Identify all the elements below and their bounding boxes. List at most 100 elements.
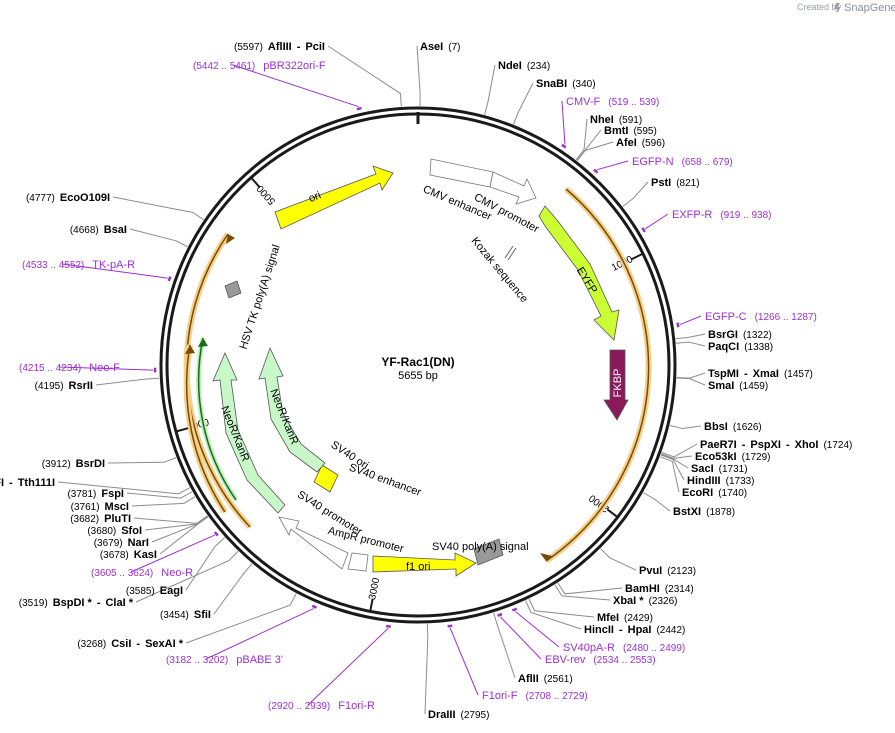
primer-ebv-rev[interactable]: EBV-rev(2534 .. 2553) bbox=[545, 654, 656, 666]
primer-leader-line bbox=[130, 534, 215, 573]
primer-egfp-c[interactable]: EGFP-C(1266 .. 1287) bbox=[705, 311, 817, 323]
enzyme-leader-line bbox=[107, 457, 177, 464]
enzyme-position: (1729) bbox=[742, 452, 771, 463]
enzyme-separator: - bbox=[297, 41, 301, 53]
enzyme-site-paer7i[interactable]: PaeR7I-PspXI-XhoI(1724) bbox=[700, 439, 852, 451]
enzyme-position: (595) bbox=[633, 126, 656, 137]
enzyme-leader-line bbox=[424, 623, 429, 715]
primer-egfp-n[interactable]: EGFP-N(658 .. 679) bbox=[632, 156, 733, 168]
primer-name: pBR322ori-F bbox=[263, 60, 326, 72]
enzyme-site-bspdi[interactable]: (3519)BspDI *-ClaI * bbox=[19, 597, 134, 609]
enzyme-site-bsrdi[interactable]: (3912)BsrDI bbox=[42, 458, 105, 470]
enzyme-name: SacI bbox=[691, 463, 714, 475]
primer-cmv-f[interactable]: CMV-F(519 .. 539) bbox=[566, 96, 659, 108]
primer-leader-line bbox=[679, 315, 702, 326]
enzyme-site-sfoi[interactable]: (3680)SfoI bbox=[87, 525, 142, 537]
enzyme-site-nhei[interactable]: NheI(591) bbox=[590, 114, 642, 126]
enzyme-position: (596) bbox=[642, 138, 665, 149]
enzyme-site-rsrii[interactable]: (4195)RsrII bbox=[35, 380, 93, 392]
enzyme-site-nari[interactable]: (3679)NarI bbox=[94, 537, 149, 549]
primer-name: EXFP-R bbox=[672, 209, 712, 221]
enzyme-site-saci[interactable]: SacI(1731) bbox=[691, 463, 748, 475]
primer-position: (4533 .. 4552) bbox=[22, 260, 84, 271]
enzyme-name: CsiI bbox=[111, 638, 131, 650]
enzyme-site-sfii[interactable]: (3454)SfiI bbox=[160, 609, 211, 621]
primer-position: (658 .. 679) bbox=[682, 157, 733, 168]
primer-name: EBV-rev bbox=[545, 654, 586, 666]
enzyme-site-bamhi[interactable]: BamHI(2314) bbox=[625, 583, 694, 595]
enzyme-leader-line bbox=[57, 481, 191, 495]
enzyme-site-eagi[interactable]: (3585)EagI bbox=[126, 585, 183, 597]
enzyme-site-aflii[interactable]: AflII(2561) bbox=[518, 673, 573, 685]
primer-labels: (5442 .. 5461) pBR322ori-F CMV-F(519 .. 53… bbox=[19, 60, 817, 712]
tick-mark bbox=[630, 252, 644, 261]
enzyme-leader-line bbox=[576, 141, 614, 162]
enzyme-site-bbsi[interactable]: BbsI(1626) bbox=[704, 421, 762, 433]
enzyme-site-smai[interactable]: SmaI(1459) bbox=[708, 380, 768, 392]
primer-exfp-r[interactable]: EXFP-R (919 .. 938) bbox=[672, 209, 772, 221]
enzyme-name: PaeR7I bbox=[700, 439, 737, 451]
primer-f1ori-f[interactable]: F1ori-F(2708 .. 2729) bbox=[482, 690, 588, 702]
enzyme-name: MscI bbox=[105, 501, 129, 513]
enzyme-position: (1724) bbox=[823, 440, 852, 451]
enzyme-site-asei[interactable]: AseI(7) bbox=[420, 41, 460, 53]
enzyme-site-mfei[interactable]: MfeI(2429) bbox=[597, 612, 653, 624]
primer-position: (519 .. 539) bbox=[608, 97, 659, 108]
enzyme-name: Eco53kI bbox=[695, 451, 737, 463]
primer-neo-f[interactable]: (4215 .. 4234)Neo-F bbox=[19, 362, 120, 374]
enzyme-site-eco53ki[interactable]: Eco53kI (1729) bbox=[695, 451, 771, 463]
enzyme-site-afei[interactable]: AfeI(596) bbox=[616, 137, 665, 149]
primer-position: (5442 .. 5461) bbox=[193, 61, 255, 72]
enzyme-site-fspi[interactable]: (3781)FspI bbox=[67, 488, 124, 500]
enzyme-site-afliii[interactable]: (5597)AflIII-PciI bbox=[234, 41, 325, 53]
enzyme-site-snabi[interactable]: SnaBI(340) bbox=[536, 78, 596, 90]
primer-leader-line bbox=[596, 160, 629, 171]
enzyme-site-hindiii[interactable]: HindIII(1733) bbox=[687, 475, 755, 487]
enzyme-site-hincii[interactable]: HincII-HpaI(2442) bbox=[584, 624, 685, 636]
enzyme-separator: - bbox=[744, 368, 748, 380]
enzyme-position: (4668) bbox=[70, 225, 99, 236]
enzyme-site-csii[interactable]: (3268)CsiI-SexAI * bbox=[77, 638, 183, 650]
enzyme-position: (2326) bbox=[649, 596, 678, 607]
primer-leader-line bbox=[645, 213, 669, 230]
enzyme-site-tspmi[interactable]: TspMI-XmaI(1457) bbox=[708, 368, 813, 380]
enzyme-site-ndei[interactable]: NdeI(234) bbox=[498, 60, 550, 72]
enzyme-site-bsai[interactable]: (4668)BsaI bbox=[70, 224, 127, 236]
enzyme-position: (7) bbox=[448, 42, 460, 53]
plasmid-length: 5655 bp bbox=[398, 370, 438, 382]
primer-pbabe-3[interactable]: (3182 .. 3202)pBABE 3' bbox=[166, 654, 283, 666]
enzyme-site-bmti[interactable]: BmtI(595) bbox=[604, 125, 657, 137]
tick-mark bbox=[369, 598, 374, 612]
enzyme-leader-line bbox=[669, 425, 702, 430]
primer-leader-line bbox=[58, 366, 154, 371]
enzyme-leader-line bbox=[660, 453, 689, 469]
enzyme-position: (1733) bbox=[726, 476, 755, 487]
enzyme-name: DraIII bbox=[428, 709, 456, 721]
enzyme-site-kasi[interactable]: (3678)KasI bbox=[100, 549, 157, 561]
primer-position: (919 .. 938) bbox=[720, 210, 771, 221]
enzyme-site-ecoo109i[interactable]: (4777)EcoO109I bbox=[26, 192, 110, 204]
enzyme-site-bsrgi[interactable]: BsrGI(1322) bbox=[708, 329, 772, 341]
primer-tk-pa-r[interactable]: (4533 .. 4552)TK-pA-R bbox=[22, 259, 135, 271]
enzyme-site-draiii[interactable]: DraIII (2795) bbox=[428, 709, 489, 721]
enzyme-leader-line bbox=[126, 491, 193, 499]
enzyme-site-psti[interactable]: PstI(821) bbox=[651, 177, 700, 189]
enzyme-site-msci[interactable]: (3761)MscI bbox=[71, 501, 129, 513]
enzyme-site-pluti[interactable]: (3682)PluTI bbox=[70, 513, 131, 525]
enzyme-site-ecori[interactable]: EcoRI(1740) bbox=[682, 487, 747, 499]
primer-leader-line bbox=[449, 627, 479, 696]
primer-pbr322ori-f[interactable]: (5442 .. 5461) pBR322ori-F bbox=[193, 60, 326, 72]
primer-neo-r[interactable]: (3605 .. 3624)Neo-R bbox=[91, 567, 193, 579]
enzyme-name: PluTI bbox=[104, 513, 131, 525]
primer-sv40pa-r[interactable]: SV40pA-R(2480 .. 2499) bbox=[563, 642, 685, 654]
enzyme-site-pvui[interactable]: PvuI(2123) bbox=[639, 565, 696, 577]
eyfp-feature: EYFP bbox=[538, 205, 620, 341]
enzyme-site-pflfi[interactable]: (3797)PflFI-Tth111I bbox=[0, 477, 55, 489]
primer-position: (2708 .. 2729) bbox=[525, 691, 587, 702]
enzyme-name: XmaI bbox=[753, 368, 779, 380]
enzyme-position: (2795) bbox=[461, 710, 490, 721]
enzyme-site-paqci[interactable]: PaqCI(1338) bbox=[708, 341, 773, 353]
enzyme-site-bstxi[interactable]: BstXI(1878) bbox=[673, 506, 735, 518]
primer-f1ori-r[interactable]: (2920 .. 2939)F1ori-R bbox=[268, 700, 375, 712]
enzyme-site-xbai[interactable]: XbaI *(2326) bbox=[613, 595, 677, 607]
